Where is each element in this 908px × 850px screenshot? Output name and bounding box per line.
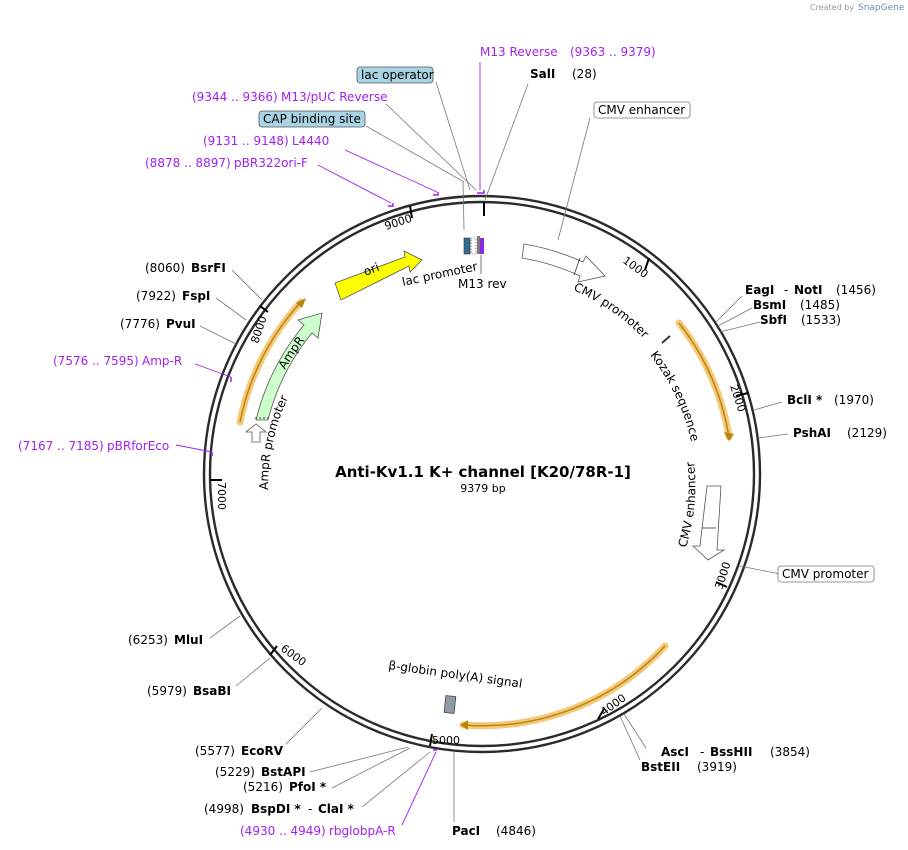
enzyme-bspdi-clai-pos: (4998)	[204, 802, 244, 816]
enzyme-bstapi: BstAPI	[261, 765, 306, 779]
enzyme-paci: PacI	[452, 824, 480, 838]
svg-text:CMV enhancer: CMV enhancer	[675, 461, 698, 549]
betaglobin-polya-feature: β-globin poly(A) signal	[388, 658, 524, 714]
enzyme-bcli-pos: (1970)	[834, 393, 874, 407]
enzyme-ecorv-pos: (5577)	[195, 744, 235, 758]
cmv-promoter-label: CMV promoter	[572, 280, 652, 341]
enzyme-pvui-pos: (7776)	[120, 317, 160, 331]
enzyme-sali-pos: (28)	[572, 67, 597, 81]
tick-label-9000: 9000	[383, 212, 414, 233]
primer-m13-puc-reverse: M13/pUC Reverse	[281, 90, 388, 104]
enzyme-paci-pos: (4846)	[496, 824, 536, 838]
credit-brand: SnapGene	[858, 3, 905, 13]
primer-amp-r: Amp-R	[142, 354, 182, 368]
enzyme-bsabi: BsaBI	[193, 684, 231, 698]
plasmid-title-block: Anti-Kv1.1 K+ channel [K20/78R-1] 9379 b…	[335, 463, 631, 495]
primer-pbr322ori-f: pBR322ori-F	[234, 156, 308, 170]
enzyme-asci-bsshii-pos: (3854)	[770, 745, 810, 759]
enzyme-leaders	[199, 83, 789, 822]
enzyme-bstapi-pos: (5229)	[215, 765, 255, 779]
enzyme-ecorv: EcoRV	[241, 744, 284, 758]
enzyme-pfoi-pos: (5216)	[243, 780, 283, 794]
enzyme-fspi-pos: (7922)	[136, 289, 176, 303]
enzyme-pfoi: PfoI *	[289, 780, 327, 794]
tick-marks	[210, 202, 749, 747]
enzyme-bsmi: BsmI	[753, 298, 786, 312]
cmv-enhancer-right-feature: CMV enhancer	[675, 461, 726, 561]
cmv-enhancer-feature	[521, 243, 606, 283]
enzyme-bsmi-pos: (1485)	[800, 298, 840, 312]
primer-pbrforeco: pBRforEco	[107, 439, 169, 453]
cmv-enhancer-label: CMV enhancer	[675, 461, 698, 549]
kozak-label: Kozak sequence	[648, 348, 702, 442]
enzyme-sbfi: SbfI	[760, 313, 787, 327]
plasmid-name: Anti-Kv1.1 K+ channel [K20/78R-1]	[335, 463, 631, 481]
credit-prefix: Created by	[810, 3, 854, 12]
enzyme-bsteii: BstEII	[641, 760, 680, 774]
ori-feature: ori	[334, 250, 423, 301]
enzyme-pshai: PshAI	[793, 426, 831, 440]
lac-operator-label: lac operator	[361, 68, 434, 82]
primer-pbr322ori-range: (8878 .. 8897)	[145, 156, 231, 170]
enzyme-sbfi-pos: (1533)	[801, 313, 841, 327]
orf-arcs	[236, 298, 734, 730]
primer-rbglobpa-range: (4930 .. 4949)	[240, 824, 326, 838]
enzyme-sali: SalI	[530, 67, 555, 81]
primer-m13-reverse: M13 Reverse	[480, 45, 558, 59]
svg-text:-: -	[700, 745, 704, 759]
enzyme-pvui: PvuI	[166, 317, 196, 331]
ampr-label: AmpR	[275, 334, 307, 372]
enzyme-bsteii-pos: (3919)	[697, 760, 737, 774]
backbone	[202, 194, 762, 754]
svg-text:AmpR: AmpR	[275, 334, 307, 372]
enzyme-bsrfi-pos: (8060)	[145, 261, 185, 275]
enzyme-mlui: MluI	[174, 633, 203, 647]
enzyme-eagi: EagI	[745, 283, 774, 297]
ori-label: ori	[361, 260, 381, 279]
tick-label-5000: 5000	[432, 734, 460, 747]
svg-text:ori: ori	[361, 260, 381, 279]
snapgene-credit: Created by SnapGene	[810, 3, 905, 13]
cmv-promoter-outer-label: CMV promoter	[782, 567, 869, 581]
enzyme-bsabi-pos: (5979)	[147, 684, 187, 698]
betaglobin-label: β-globin poly(A) signal	[388, 658, 524, 691]
enzyme-bcli: BclI *	[787, 393, 823, 407]
svg-text:-: -	[308, 802, 312, 816]
primer-labels: M13 Reverse (9363 .. 9379) (9344 .. 9366…	[18, 45, 656, 838]
enzyme-asci: AscI	[661, 745, 689, 759]
enzyme-noti: NotI	[794, 283, 823, 297]
enzyme-mlui-pos: (6253)	[128, 633, 168, 647]
primer-m13-reverse-range: (9363 .. 9379)	[570, 45, 656, 59]
primer-pbrforeco-range: (7167 .. 7185)	[18, 439, 104, 453]
primer-l4440-range: (9131 .. 9148)	[203, 134, 289, 148]
svg-text:CMV promoter: CMV promoter	[572, 280, 652, 341]
cmv-enhancer-outer-label: CMV enhancer	[598, 103, 685, 117]
svg-text:-: -	[784, 283, 788, 297]
enzyme-labels: SalI (28) EagI - NotI (1456) BsmI (1485)…	[120, 67, 887, 838]
primer-marks	[211, 190, 485, 751]
primer-rbglobpa-r: rbglobpA-R	[329, 824, 396, 838]
plasmid-size: 9379 bp	[460, 482, 505, 495]
svg-text:Kozak sequence: Kozak sequence	[648, 348, 702, 442]
primer-m13-puc-range: (9344 .. 9366)	[192, 90, 278, 104]
primer-l4440: L4440	[292, 134, 329, 148]
boxed-labels: lac operator CAP binding site CMV enhanc…	[258, 66, 875, 583]
enzyme-bsrfi: BsrFI	[191, 261, 226, 275]
primer-leaders	[175, 62, 781, 826]
enzyme-fspi: FspI	[182, 289, 210, 303]
enzyme-clai: ClaI *	[318, 802, 355, 816]
tick-label-7000: 7000	[215, 482, 228, 510]
enzyme-bsshii: BssHII	[710, 745, 752, 759]
m13-rev-label: M13 rev	[458, 277, 507, 291]
tick-label-6000: 6000	[278, 642, 308, 669]
cap-binding-site-label: CAP binding site	[263, 112, 361, 126]
enzyme-bspdi: BspDI *	[251, 802, 301, 816]
primer-amp-r-range: (7576 .. 7595)	[53, 354, 139, 368]
enzyme-pshai-pos: (2129)	[847, 426, 887, 440]
enzyme-eagi-noti-pos: (1456)	[836, 283, 876, 297]
